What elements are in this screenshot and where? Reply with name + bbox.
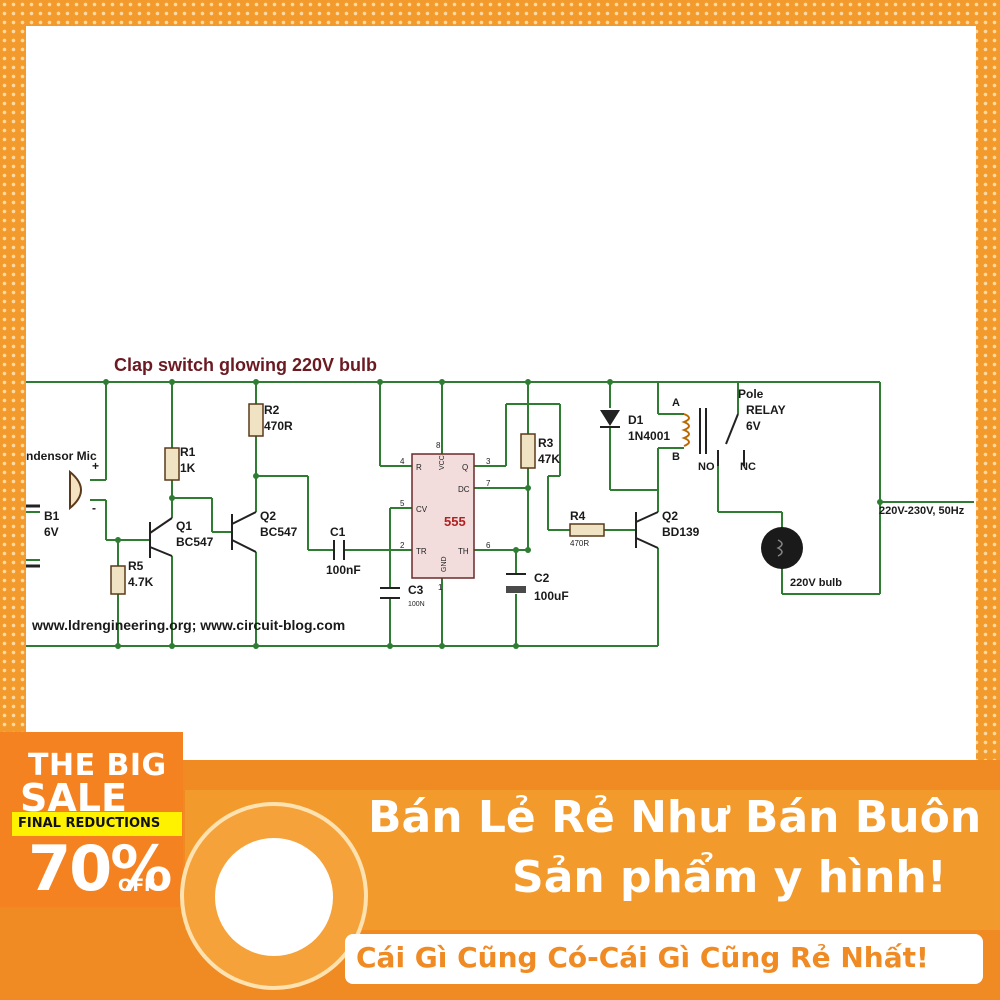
microphone <box>69 469 82 511</box>
c2-value: 100uF <box>534 589 569 603</box>
r3-name: R3 <box>538 436 554 450</box>
q2-value: BC547 <box>260 525 298 539</box>
ic-pin-th: TH <box>458 547 469 556</box>
headline-2: Sản phẩm y hình! <box>512 852 947 903</box>
r2-value: 470R <box>264 419 293 433</box>
ic-pin-2: 2 <box>400 541 405 550</box>
c3-name: C3 <box>408 583 424 597</box>
resistor-r4 <box>569 523 605 537</box>
q1-value: BC547 <box>176 535 214 549</box>
mic-minus-label: - <box>92 501 96 515</box>
ic-pin-tr: TR <box>416 547 427 556</box>
ic-555-label: 555 <box>444 514 466 529</box>
r2-name: R2 <box>264 403 280 417</box>
credit-text: www.ldrengineering.org; www.circuit-blog… <box>31 617 345 633</box>
wires <box>26 381 974 647</box>
resistor-r2 <box>248 403 264 437</box>
d1-value: 1N4001 <box>628 429 670 443</box>
c2-name: C2 <box>534 571 550 585</box>
q3-name: Q2 <box>662 509 678 523</box>
q1-name: Q1 <box>176 519 192 533</box>
sunburst-logo-center <box>215 838 333 956</box>
resistors <box>110 403 605 595</box>
ic-pin-6: 6 <box>486 541 491 550</box>
sale-the-text: THE BIG <box>28 748 167 783</box>
resistor-r5 <box>110 565 126 595</box>
relay-name: RELAY <box>746 403 786 417</box>
ic-pin-3: 3 <box>486 457 491 466</box>
r5-value: 4.7K <box>128 575 154 589</box>
r4-value: 470R <box>570 539 589 548</box>
d1-name: D1 <box>628 413 644 427</box>
c1-name: C1 <box>330 525 346 539</box>
battery-b1 <box>26 504 40 568</box>
r1-value: 1K <box>180 461 196 475</box>
headline-1: Bán Lẻ Rẻ Như Bán Buôn <box>368 792 982 843</box>
b1-name: B1 <box>44 509 60 523</box>
r1-name: R1 <box>180 445 196 459</box>
relay-value: 6V <box>746 419 761 433</box>
relay-b-label: B <box>672 451 680 463</box>
resistor-r3 <box>520 433 536 469</box>
sale-strip <box>12 812 182 836</box>
transistor-q3 <box>635 511 659 549</box>
sale-final-text: FINAL REDUCTIONS <box>18 816 161 831</box>
sale-off-text: OFF <box>118 876 156 896</box>
slogan-text: Cái Gì Cũng Có-Cái Gì Cũng Rẻ Nhất! <box>356 941 929 974</box>
diagram-background <box>26 26 976 766</box>
diode-d1 <box>600 410 620 428</box>
ic-pin-8: 8 <box>436 441 441 450</box>
mic-label: ndensor Mic <box>26 449 97 463</box>
ic-pin-r: R <box>416 463 422 472</box>
relay-nc-label: NC <box>740 461 756 473</box>
ic-pin-5: 5 <box>400 499 405 508</box>
transistors <box>149 511 659 558</box>
mic-plus-label: + <box>92 459 99 473</box>
sale-percent: 70% <box>28 832 172 905</box>
relay-a-label: A <box>672 397 680 409</box>
transistor-q2 <box>231 511 257 553</box>
ic-pin-4: 4 <box>400 457 405 466</box>
junction-dots <box>103 379 883 649</box>
diagram-title: Clap switch glowing 220V bulb <box>114 355 377 375</box>
ic-pin-7: 7 <box>486 479 491 488</box>
ic-pin-q: Q <box>462 463 468 472</box>
ic-pin-dc: DC <box>458 485 470 494</box>
slogan-bar <box>345 934 983 984</box>
ic-pin-vcc: VCC <box>439 455 446 470</box>
c1-value: 100nF <box>326 563 361 577</box>
capacitors <box>333 540 526 599</box>
ic-pin-gnd: GND <box>441 556 448 572</box>
r5-name: R5 <box>128 559 144 573</box>
ic-pin-cv: CV <box>416 505 428 514</box>
bulb <box>761 527 803 569</box>
bulb-label: 220V bulb <box>790 577 842 589</box>
relay-no-label: NO <box>698 461 715 473</box>
r3-value: 47K <box>538 452 560 466</box>
mains-label: 220V-230V, 50Hz <box>879 505 965 517</box>
q2-name: Q2 <box>260 509 276 523</box>
q3-value: BD139 <box>662 525 700 539</box>
ic-pin-1: 1 <box>438 583 443 592</box>
resistor-r1 <box>164 447 180 481</box>
relay-pole-label: Pole <box>738 387 764 401</box>
c3-value: 100N <box>408 601 425 608</box>
r4-name: R4 <box>570 509 586 523</box>
b1-value: 6V <box>44 525 59 539</box>
ic-555 <box>411 453 475 579</box>
transistor-q1 <box>149 517 173 558</box>
relay <box>681 408 745 466</box>
